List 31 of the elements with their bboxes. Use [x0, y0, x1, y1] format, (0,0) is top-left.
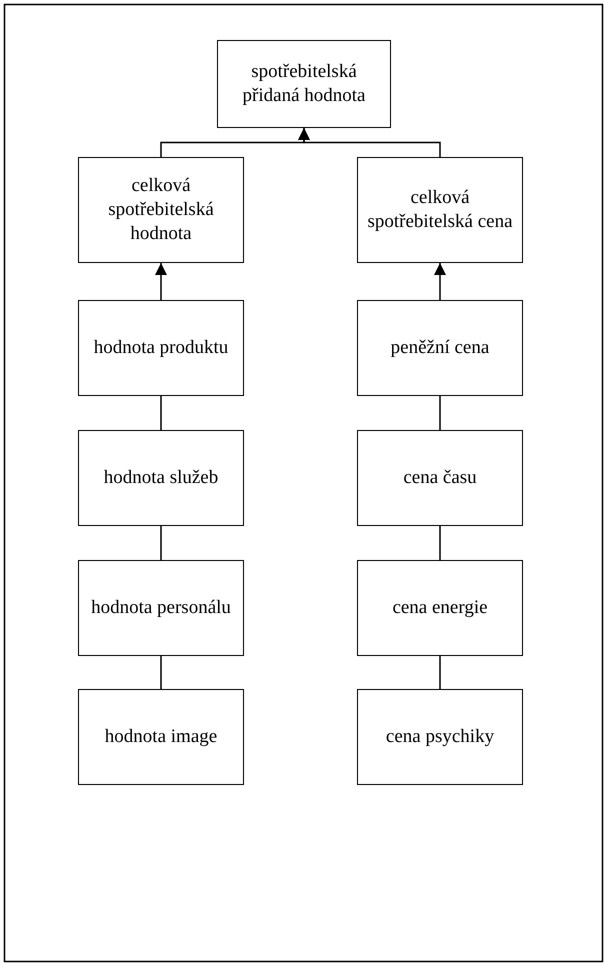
connector-line [439, 396, 441, 430]
arrow [434, 263, 446, 300]
connector-line [439, 526, 441, 560]
box-label: celková spotřebitelská hodnota [107, 174, 215, 246]
connector-line [160, 656, 162, 689]
process-box [357, 689, 523, 785]
process-box [78, 430, 244, 526]
box-label: celková spotřebitelská cena [366, 186, 514, 234]
process-box [78, 300, 244, 396]
connector-line [439, 656, 441, 689]
box-label: cena energie [392, 596, 488, 620]
process-box [357, 560, 523, 656]
process-box [217, 40, 391, 128]
connector-line [160, 526, 162, 560]
process-box [78, 157, 244, 263]
process-box [78, 689, 244, 785]
box-label: peněžní cena [390, 336, 490, 360]
box-label: hodnota produktu [94, 336, 228, 360]
connector-line [160, 396, 162, 430]
box-label: spotřebitelská přidaná hodnota [242, 60, 366, 108]
box-label: hodnota image [104, 725, 218, 749]
box-label: cena psychiky [386, 725, 494, 749]
box-label: hodnota služeb [104, 466, 218, 490]
arrow [298, 128, 441, 157]
box-label: hodnota personálu [91, 596, 231, 620]
process-box [357, 430, 523, 526]
box-label: cena času [403, 466, 477, 490]
process-box [357, 157, 523, 263]
process-box [78, 560, 244, 656]
process-box [357, 300, 523, 396]
arrow [155, 263, 167, 300]
